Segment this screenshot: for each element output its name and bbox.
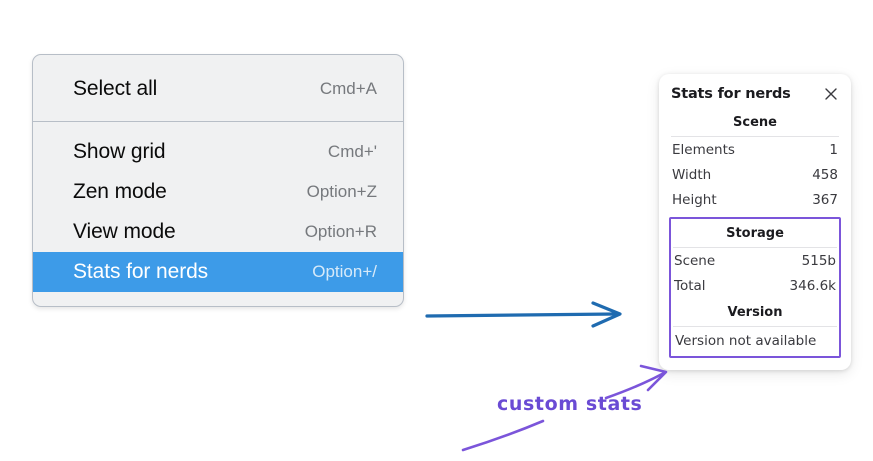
menu-item-shortcut: Cmd+'	[327, 142, 377, 161]
section-heading: Version	[727, 305, 783, 320]
stat-value: 458	[812, 167, 838, 183]
menu-item-label: View mode	[73, 220, 176, 243]
stat-value: 515b	[801, 253, 836, 269]
menu-item-zen-mode[interactable]: Zen mode Option+Z	[33, 172, 403, 212]
menu-item-label: Show grid	[73, 140, 166, 163]
stat-key: Scene	[674, 253, 716, 269]
stat-key: Height	[672, 192, 717, 208]
section-heading: Storage	[726, 226, 784, 241]
menu-item-shortcut: Option+Z	[306, 182, 377, 201]
stat-key: Elements	[672, 142, 735, 158]
menu-item-label: Stats for nerds	[73, 260, 209, 283]
stat-row: Height 367	[669, 187, 841, 212]
stat-key: Total	[674, 278, 706, 294]
blue-arrow-annotation	[425, 301, 622, 328]
stat-row: Scene 515b	[671, 248, 839, 273]
stat-row: Elements 1	[669, 137, 841, 162]
custom-stats-highlight-box: Storage Scene 515b Total 346.6k Version …	[669, 217, 841, 358]
menu-item-view-mode[interactable]: View mode Option+R	[33, 212, 403, 252]
context-menu[interactable]: Select all Cmd+A Show grid Cmd+' Zen mod…	[32, 54, 404, 307]
stats-section-storage: Storage Scene 515b Total 346.6k	[671, 219, 839, 298]
stat-value: 367	[812, 192, 838, 208]
close-icon[interactable]	[823, 86, 839, 102]
menu-item-stats-for-nerds[interactable]: Stats for nerds Option+/	[33, 252, 403, 292]
menu-item-show-grid[interactable]: Show grid Cmd+'	[33, 132, 403, 172]
stat-value: 346.6k	[789, 278, 836, 294]
version-value: Version not available	[675, 333, 817, 349]
section-divider	[671, 136, 839, 137]
section-divider	[673, 247, 837, 248]
stat-row: Total 346.6k	[671, 273, 839, 298]
menu-item-label: Zen mode	[73, 180, 167, 203]
menu-item-shortcut: Cmd+A	[319, 79, 377, 98]
section-heading: Scene	[733, 115, 777, 130]
stat-key: Width	[672, 167, 712, 183]
stat-row: Width 458	[669, 162, 841, 187]
menu-item-shortcut: Option+R	[304, 222, 377, 241]
menu-group-2: Show grid Cmd+' Zen mode Option+Z View m…	[33, 122, 403, 306]
menu-item-shortcut: Option+/	[312, 262, 377, 281]
menu-item-label: Select all	[73, 77, 158, 100]
menu-separator	[33, 121, 403, 122]
stat-value: 1	[829, 142, 838, 158]
handwritten-annotation-label: custom stats	[497, 393, 643, 415]
stats-for-nerds-panel: Stats for nerds Scene Elements 1 Width 4…	[659, 74, 851, 370]
panel-title: Stats for nerds	[671, 86, 791, 102]
purple-underline-stroke	[461, 419, 545, 452]
stats-section-version: Version Version not available	[671, 298, 839, 353]
menu-group-1: Select all Cmd+A	[33, 55, 403, 121]
stats-section-scene: Scene Elements 1 Width 458 Height 367	[669, 108, 841, 212]
section-divider	[673, 326, 837, 327]
menu-item-select-all[interactable]: Select all Cmd+A	[33, 69, 403, 109]
panel-header: Stats for nerds	[669, 84, 841, 108]
